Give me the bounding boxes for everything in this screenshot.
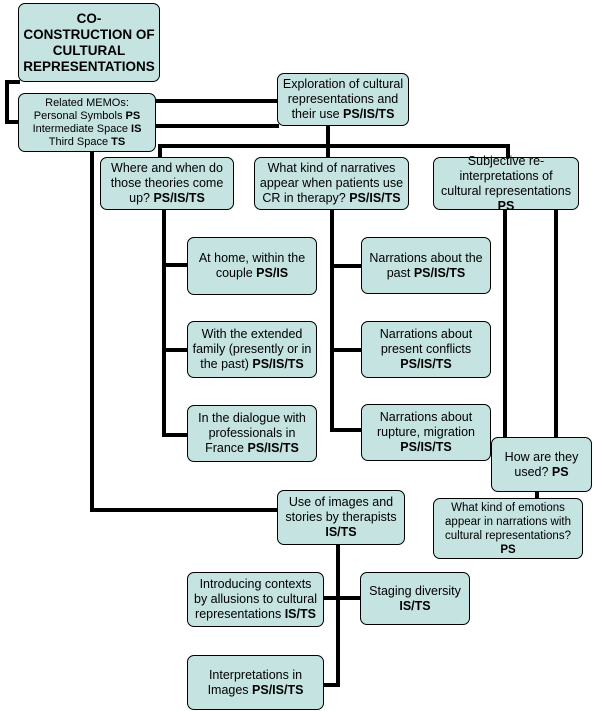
connector-images-branch [322,543,340,687]
node-images-stories: Use of images and stories by therapists … [277,490,405,545]
node-narrations-rupture: Narrations about rupture, migration PS/I… [361,404,491,461]
node-interpretations: Interpretations in Images PS/IS/TS [187,655,324,710]
node-subjective: Subjective re-interpretations of cultura… [433,154,579,213]
node-narratives-kind: What kind of narratives appear when pati… [254,157,409,210]
connector-where-branch [162,208,189,437]
connector-memo-images [90,150,279,512]
node-exploration: Exploration of cultural representations … [277,73,409,126]
memo-line: Personal Symbols PS [33,109,141,122]
connector-title-memo [5,80,20,124]
connector-narratives-branch [330,208,363,432]
node-extended-family: With the extended family (presently or i… [187,321,317,378]
node-at-home: At home, within the couple PS/IS [187,237,317,295]
node-emotions: What kind of emotions appear in narratio… [433,498,583,559]
node-where-when: Where and when do those theories come up… [100,157,234,210]
node-how-used: How are they used? PS [491,437,592,492]
node-narrations-past: Narrations about the past PS/IS/TS [361,237,491,294]
node-staging: Staging diversity IS/TS [360,572,470,625]
node-narrations-present: Narrations about present conflicts PS/IS… [361,321,491,378]
memo-line: Third Space TS [48,135,126,148]
diagram-title: CO-CONSTRUCTION OF CULTURAL REPRESENTATI… [23,10,155,74]
node-introducing: Introducing contexts by allusions to cul… [187,572,324,627]
node-dialogue: In the dialogue with professionals in Fr… [187,405,317,462]
title-box: CO-CONSTRUCTION OF CULTURAL REPRESENTATI… [18,3,160,82]
memo-heading: Related MEMOs: [45,96,129,109]
memo-line: Intermediate Space IS [32,122,142,135]
memo-box: Related MEMOs: Personal Symbols PS Inter… [18,93,156,152]
